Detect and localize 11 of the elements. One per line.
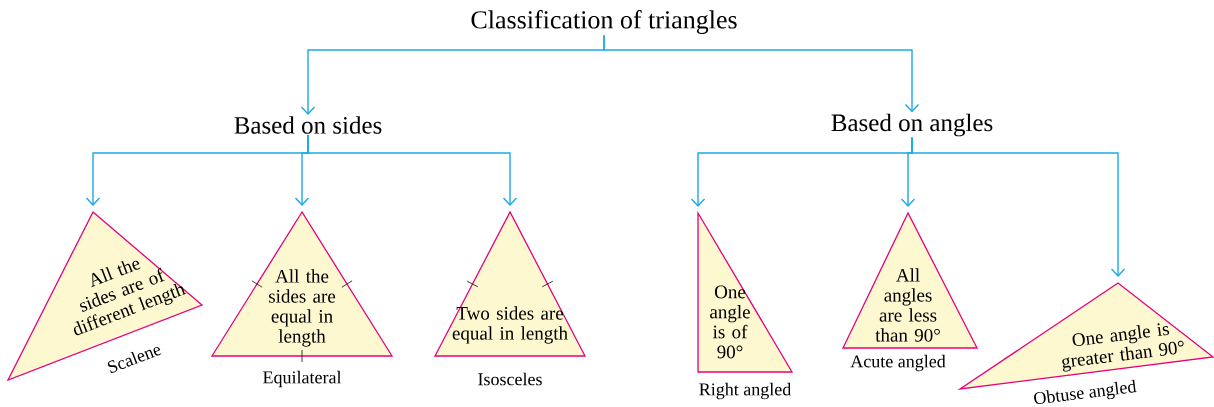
heading: Based on sides xyxy=(234,116,382,134)
heading: Based on angles xyxy=(831,113,993,137)
triangle-name: Acute angled xyxy=(850,354,946,372)
triangle-name: Equilateral xyxy=(263,370,342,388)
triangle-name: Right angled xyxy=(699,382,792,400)
arrow xyxy=(603,34,920,113)
triangle-name: Scalene xyxy=(107,346,162,373)
arrow xyxy=(911,136,1126,277)
heading: Classification of triangles xyxy=(471,10,737,34)
arrow xyxy=(307,134,518,206)
triangle-name: Isosceles xyxy=(478,372,542,386)
